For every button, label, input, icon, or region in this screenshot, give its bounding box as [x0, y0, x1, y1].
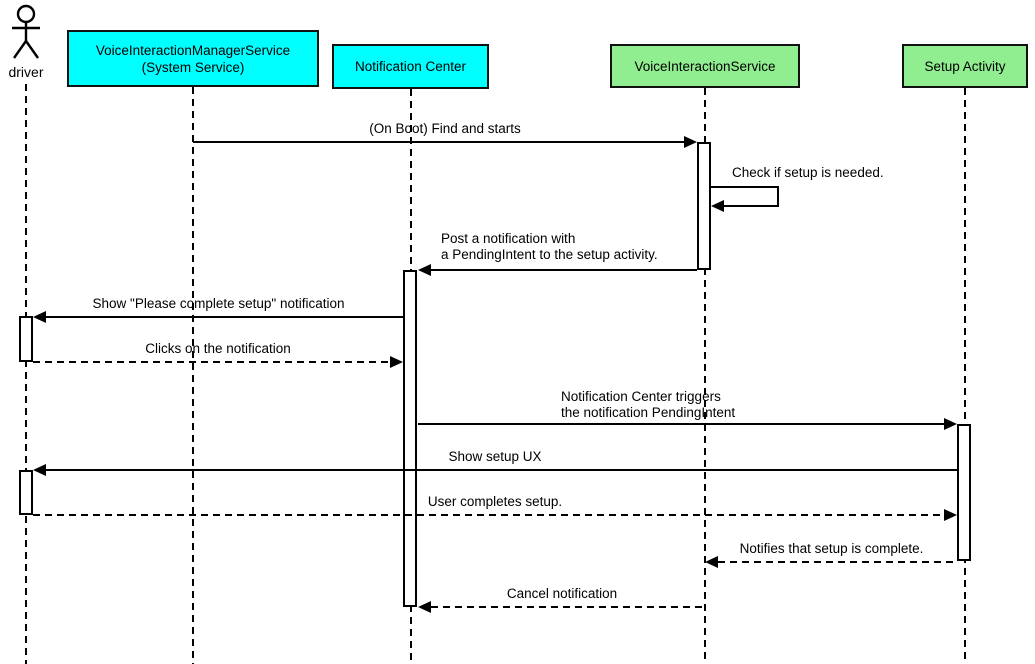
activation-driver-2 [19, 470, 33, 515]
message-line-show-setup-ux [45, 469, 957, 471]
arrowhead-icon [418, 601, 431, 613]
message-line-on-boot-find-and-starts [193, 141, 686, 143]
arrowhead-icon [390, 356, 403, 368]
message-line-post-a-notification [430, 269, 697, 271]
actor-stick-figure-icon [12, 4, 40, 59]
message-label-notification-center-triggers: Notification Center triggers the notific… [561, 389, 736, 420]
participant-notification-center: Notification Center [332, 44, 489, 89]
activation-driver-1 [19, 316, 33, 362]
message-label-show-please-complete-setup: Show "Please complete setup" notificatio… [92, 296, 345, 311]
activation-notification-center [403, 270, 417, 607]
arrowhead-icon [33, 311, 46, 323]
participant-voice-interaction-manager-service: VoiceInteractionManagerService (System S… [67, 30, 319, 87]
message-label-post-a-notification: Post a notification with a PendingIntent… [441, 231, 658, 262]
arrowhead-icon [944, 509, 957, 521]
participant-voice-interaction-service: VoiceInteractionService [610, 44, 800, 88]
message-line-clicks-on-the-notification [33, 361, 391, 363]
lifeline-setup-activity [964, 88, 966, 664]
lifeline-driver [25, 84, 27, 664]
activation-voice-interaction-service [697, 142, 711, 270]
participant-setup-activity: Setup Activity [902, 44, 1028, 88]
self-message-bottom-line [723, 205, 779, 207]
message-line-show-please-complete-setup [45, 316, 404, 318]
arrowhead-icon [705, 556, 718, 568]
actor-label: driver [8, 64, 44, 80]
lifeline-voice-interaction-manager-service [192, 87, 194, 664]
message-line-notification-center-triggers [418, 423, 945, 425]
message-line-notifies-setup-complete [718, 561, 957, 563]
message-label-on-boot-find-and-starts: (On Boot) Find and starts [369, 121, 521, 136]
arrowhead-icon [711, 200, 724, 212]
arrowhead-icon [33, 464, 46, 476]
activation-setup-activity [957, 424, 971, 561]
message-label-user-completes-setup: User completes setup. [427, 494, 563, 509]
self-message-top-line [711, 186, 779, 188]
arrowhead-icon [684, 136, 697, 148]
arrowhead-icon [944, 418, 957, 430]
message-label-notifies-setup-complete: Notifies that setup is complete. [739, 541, 924, 556]
message-label-clicks-on-the-notification: Clicks on the notification [145, 341, 291, 356]
message-label-show-setup-ux: Show setup UX [448, 449, 542, 464]
lifeline-voice-interaction-service [704, 88, 706, 664]
message-line-user-completes-setup [33, 514, 944, 516]
arrowhead-icon [418, 264, 431, 276]
message-label-check-if-setup-is-needed: Check if setup is needed. [732, 165, 884, 180]
message-line-cancel-notification [431, 606, 705, 608]
self-message-right-line [777, 186, 779, 207]
message-label-cancel-notification: Cancel notification [506, 586, 618, 601]
